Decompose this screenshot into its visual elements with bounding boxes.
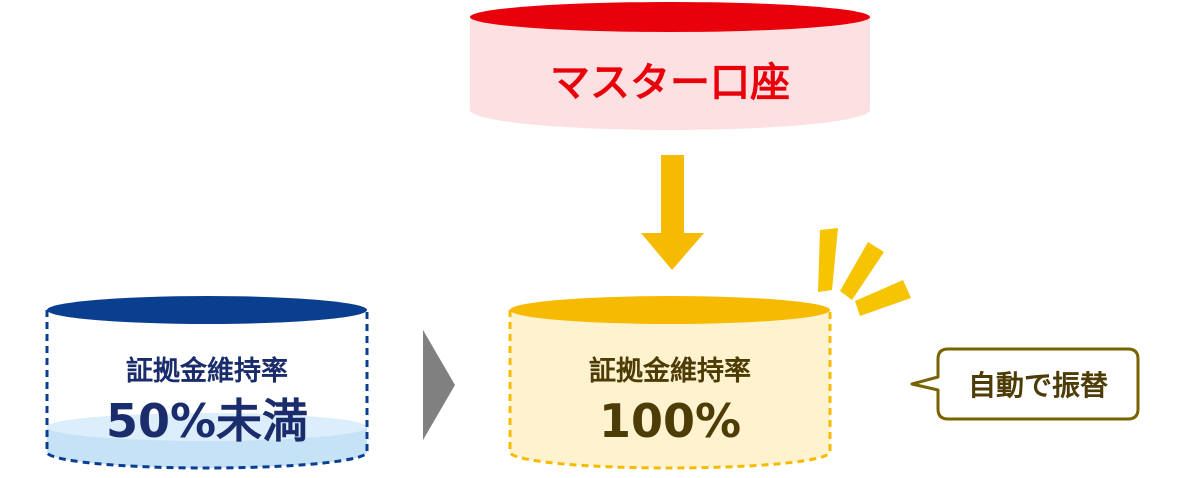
before-cylinder: 証拠金維持率 50%未満 xyxy=(45,296,369,470)
before-cylinder-top xyxy=(47,296,367,324)
after-ratio-value: 100% xyxy=(599,394,741,448)
before-ratio-label: 証拠金維持率 xyxy=(126,355,288,387)
transfer-bubble-label: 自動で振替 xyxy=(968,369,1108,402)
sparkle-icon xyxy=(818,228,911,316)
down-arrow-icon xyxy=(641,155,704,270)
before-cylinder-outline xyxy=(45,310,369,470)
right-arrow-icon xyxy=(423,330,455,440)
master-cylinder-top xyxy=(470,2,870,32)
after-cylinder-body xyxy=(510,310,830,468)
master-account-label: マスター口座 xyxy=(550,60,790,106)
after-cylinder: 証拠金維持率 100% xyxy=(508,296,832,470)
after-cylinder-outline xyxy=(508,310,832,470)
master-cylinder-body xyxy=(470,17,870,130)
master-account-cylinder: マスター口座 xyxy=(470,2,870,130)
after-ratio-label: 証拠金維持率 xyxy=(589,355,751,387)
before-ratio-value: 50%未満 xyxy=(106,394,308,448)
after-cylinder-top xyxy=(510,296,830,324)
transfer-bubble: 自動で振替 xyxy=(910,347,1140,421)
transfer-bubble-shape xyxy=(910,347,1140,421)
before-liquid-surface xyxy=(47,413,367,441)
